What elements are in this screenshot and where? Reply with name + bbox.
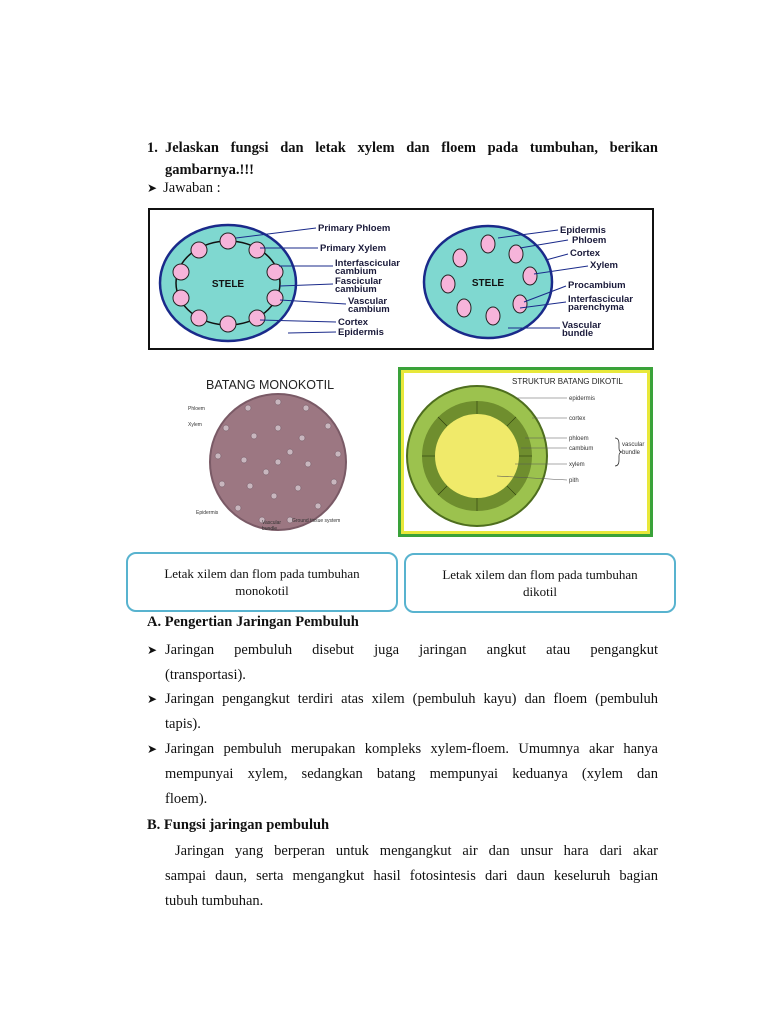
svg-text:Epidermis: Epidermis	[338, 327, 384, 338]
svg-text:Procambium: Procambium	[568, 280, 626, 291]
svg-text:bundle: bundle	[562, 328, 593, 339]
question-line-1: Jelaskan fungsi dan letak xylem dan floe…	[165, 137, 658, 159]
section-a-bullet-3-line-3: floem).	[165, 787, 207, 812]
dicot-pith	[435, 414, 519, 498]
svg-text:vascular: vascular	[622, 442, 644, 448]
svg-text:epidermis: epidermis	[569, 396, 595, 402]
caption-monocot: Letak xilem dan flom pada tumbuhan monok…	[126, 552, 398, 612]
section-a-title: A. Pengertian Jaringan Pembuluh	[147, 614, 359, 631]
dicot-title: STRUKTUR BATANG DIKOTIL	[512, 377, 623, 386]
svg-text:Ground tissue system: Ground tissue system	[292, 518, 340, 524]
svg-text:phloem: phloem	[569, 436, 589, 442]
section-b-paragraph-line-1: Jaringan yang berperan untuk mengangkut …	[175, 839, 658, 864]
dicot-stem-figure: STRUKTUR BATANG DIKOTIL epidermis cortex…	[397, 366, 654, 538]
arrow-bullet-icon: ➤	[147, 737, 163, 762]
svg-text:xylem: xylem	[569, 462, 585, 468]
svg-text:cambium: cambium	[569, 446, 593, 452]
svg-text:Xylem: Xylem	[590, 260, 618, 271]
arrow-bullet-icon: ➤	[147, 638, 163, 663]
svg-text:Cortex: Cortex	[570, 248, 601, 259]
monocot-stem-figure: BATANG MONOKOTIL Phloem Xylem Epidermis …	[178, 368, 378, 536]
svg-text:cambium: cambium	[335, 284, 377, 295]
section-b-paragraph-line-3: tubuh tumbuhan.	[165, 889, 263, 914]
caption-dicot: Letak xilem dan flom pada tumbuhan dikot…	[404, 553, 676, 613]
svg-text:Xylem: Xylem	[188, 422, 202, 428]
answer-label: Jawaban :	[163, 180, 221, 196]
caption-dicot-text: Letak xilem dan flom pada tumbuhan dikot…	[430, 566, 650, 600]
caption-monocot-text: Letak xilem dan flom pada tumbuhan monok…	[152, 565, 372, 599]
section-a-bullet-3-line-1: Jaringan pembuluh merupakan kompleks xyl…	[165, 737, 658, 762]
section-b-title: B. Fungsi jaringan pembuluh	[147, 817, 329, 834]
arrow-bullet-icon: ➤	[147, 181, 157, 195]
stem-cross-section-figure: STELE Primary Phloem Primary Xylem Inter…	[148, 208, 654, 350]
section-a-bullet-2-line-2: tapis).	[165, 712, 201, 737]
svg-text:Primary Phloem: Primary Phloem	[318, 223, 390, 234]
svg-text:Phloem: Phloem	[188, 406, 205, 412]
section-a-bullet-2-line-1: Jaringan pengangkut terdiri atas xilem (…	[165, 687, 658, 712]
svg-text:cortex: cortex	[569, 416, 585, 422]
monocot-title: BATANG MONOKOTIL	[206, 378, 334, 392]
svg-text:pith: pith	[569, 478, 579, 484]
right-stele-label: STELE	[472, 278, 505, 289]
answer-row: ➤ Jawaban :	[147, 177, 221, 199]
svg-text:bundle: bundle	[262, 526, 277, 532]
svg-text:cambium: cambium	[348, 304, 390, 315]
svg-text:parenchyma: parenchyma	[568, 302, 625, 313]
svg-text:Primary Xylem: Primary Xylem	[320, 243, 386, 254]
svg-text:Phloem: Phloem	[572, 235, 606, 246]
left-stele-label: STELE	[212, 279, 245, 290]
svg-text:Epidermis: Epidermis	[196, 510, 219, 516]
section-b-paragraph-line-2: sampai daun, serta mengangkut hasil foto…	[165, 864, 658, 889]
arrow-bullet-icon: ➤	[147, 687, 163, 712]
section-a-bullet-1-line-1: Jaringan pembuluh disebut juga jaringan …	[165, 638, 658, 663]
section-a-bullet-3-line-2: mempunyai xylem, sedangkan batang mempun…	[165, 762, 658, 787]
question-number: 1.	[147, 137, 158, 159]
svg-text:bundle: bundle	[622, 450, 641, 456]
section-a-bullet-1-line-2: (transportasi).	[165, 663, 246, 688]
